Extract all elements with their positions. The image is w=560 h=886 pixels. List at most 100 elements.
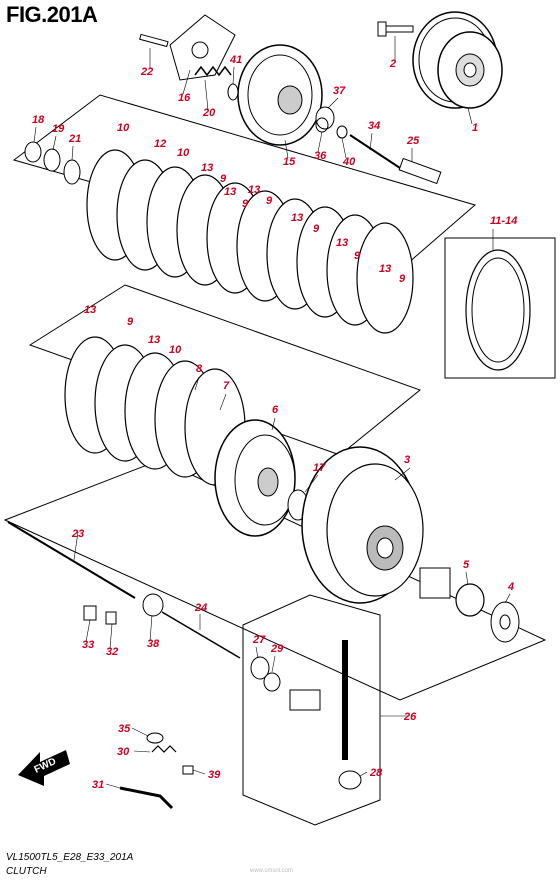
callout-18: 18 xyxy=(32,114,45,126)
callout-13: 13 xyxy=(201,162,213,174)
callout-4: 4 xyxy=(507,581,514,593)
plate-set-inset-box xyxy=(444,237,556,379)
callout-40: 40 xyxy=(342,156,356,168)
cover-bolt xyxy=(377,21,414,37)
callout-10: 10 xyxy=(117,122,130,134)
callout-10: 10 xyxy=(169,344,182,356)
callout-26: 26 xyxy=(403,711,417,723)
callout-30: 30 xyxy=(117,746,130,758)
upper-plate-stack xyxy=(86,149,414,334)
callout-7: 7 xyxy=(223,380,230,392)
callout-36: 36 xyxy=(314,150,327,162)
spring-plate xyxy=(169,14,236,81)
callout-31: 31 xyxy=(92,779,104,791)
nut-18 xyxy=(24,141,42,163)
nut-40 xyxy=(336,125,348,139)
housing-sleeve xyxy=(419,567,451,599)
callout-13: 13 xyxy=(379,263,391,275)
push-rod xyxy=(349,134,401,169)
callout-12: 12 xyxy=(154,138,166,150)
release-mechanism-outline xyxy=(242,594,381,826)
callout-41: 41 xyxy=(229,54,242,66)
callout-9: 9 xyxy=(354,250,361,262)
callout-13: 13 xyxy=(248,184,260,196)
spring-bolt xyxy=(139,33,169,48)
callout-27: 27 xyxy=(252,634,266,646)
callout-20: 20 xyxy=(202,107,216,119)
push-piece xyxy=(398,157,442,185)
figure-name: CLUTCH xyxy=(6,866,47,877)
washer-19 xyxy=(43,148,61,172)
return-spring xyxy=(151,745,177,753)
needle-bearing xyxy=(455,583,485,617)
callout-13: 13 xyxy=(148,334,160,346)
callout-9: 9 xyxy=(399,273,406,285)
clutch-hub xyxy=(214,419,296,537)
callout-9: 9 xyxy=(220,173,227,185)
washer-41 xyxy=(227,83,239,101)
callout-8: 8 xyxy=(196,363,203,375)
clutch-housing xyxy=(301,446,424,604)
callout-9: 9 xyxy=(127,316,134,328)
figure-title: FIG.201A xyxy=(6,2,98,27)
callout-9: 9 xyxy=(313,223,320,235)
long-push-rod xyxy=(7,521,136,599)
callout-10: 10 xyxy=(177,147,190,159)
callout-13: 13 xyxy=(84,304,96,316)
callout-33: 33 xyxy=(82,639,94,651)
callout-13: 13 xyxy=(336,237,348,249)
figure-code: VL1500TL5_E28_E33_201A xyxy=(6,852,134,863)
callout-9: 9 xyxy=(266,195,273,207)
fwd-arrow-icon: FWD xyxy=(18,750,70,786)
callout-2: 2 xyxy=(389,58,396,70)
callout-37: 37 xyxy=(333,85,346,97)
thrust-washer xyxy=(490,601,520,643)
bearing-28 xyxy=(338,770,362,790)
callout-28: 28 xyxy=(369,767,383,779)
callout-6: 6 xyxy=(272,404,279,416)
bolt-39 xyxy=(182,765,194,775)
bearing-37 xyxy=(315,106,335,130)
housing-group-outline xyxy=(3,459,547,701)
pin-32 xyxy=(105,611,117,625)
release-lever xyxy=(289,689,321,711)
clip-35 xyxy=(146,732,164,744)
leader-lines xyxy=(33,36,511,789)
clutch-cover xyxy=(412,11,503,109)
callout-16: 16 xyxy=(178,92,191,104)
rod-24 xyxy=(161,611,241,659)
release-arm xyxy=(119,786,174,810)
plate-set-inset xyxy=(465,249,531,371)
callout-34: 34 xyxy=(368,120,380,132)
callout-32: 32 xyxy=(106,646,118,658)
callout-21: 21 xyxy=(68,133,81,145)
bolt-33 xyxy=(83,605,97,621)
clutch-spring xyxy=(194,65,232,77)
callout-13: 13 xyxy=(224,186,236,198)
callout-19: 19 xyxy=(52,123,65,135)
callout-11-14: 11-14 xyxy=(490,215,517,227)
callout-3: 3 xyxy=(404,454,410,466)
lower-plate-stack xyxy=(64,336,246,486)
callout-24: 24 xyxy=(194,602,207,614)
callout-15: 15 xyxy=(283,156,296,168)
callout-1: 1 xyxy=(472,122,478,134)
callout-17: 17 xyxy=(313,462,326,474)
washer-21 xyxy=(63,159,81,185)
callout-25: 25 xyxy=(406,135,420,147)
callout-9: 9 xyxy=(242,198,249,210)
washer-29 xyxy=(263,672,281,692)
callout-35: 35 xyxy=(118,723,131,735)
watermark-text: www.cmsnl.com xyxy=(250,868,294,874)
bearing-38 xyxy=(142,593,164,617)
callout-13: 13 xyxy=(291,212,303,224)
callout-39: 39 xyxy=(208,769,221,781)
callout-5: 5 xyxy=(463,559,470,571)
oil-seal-27 xyxy=(250,656,270,680)
callout-labels: 1 2 3 4 5 6 7 8 9 9 9 9 9 9 9 10 10 10 1… xyxy=(32,54,517,791)
callout-38: 38 xyxy=(147,638,160,650)
callout-29: 29 xyxy=(270,643,284,655)
pressure-plate xyxy=(237,44,323,146)
thrust-washer-hole xyxy=(499,614,511,630)
